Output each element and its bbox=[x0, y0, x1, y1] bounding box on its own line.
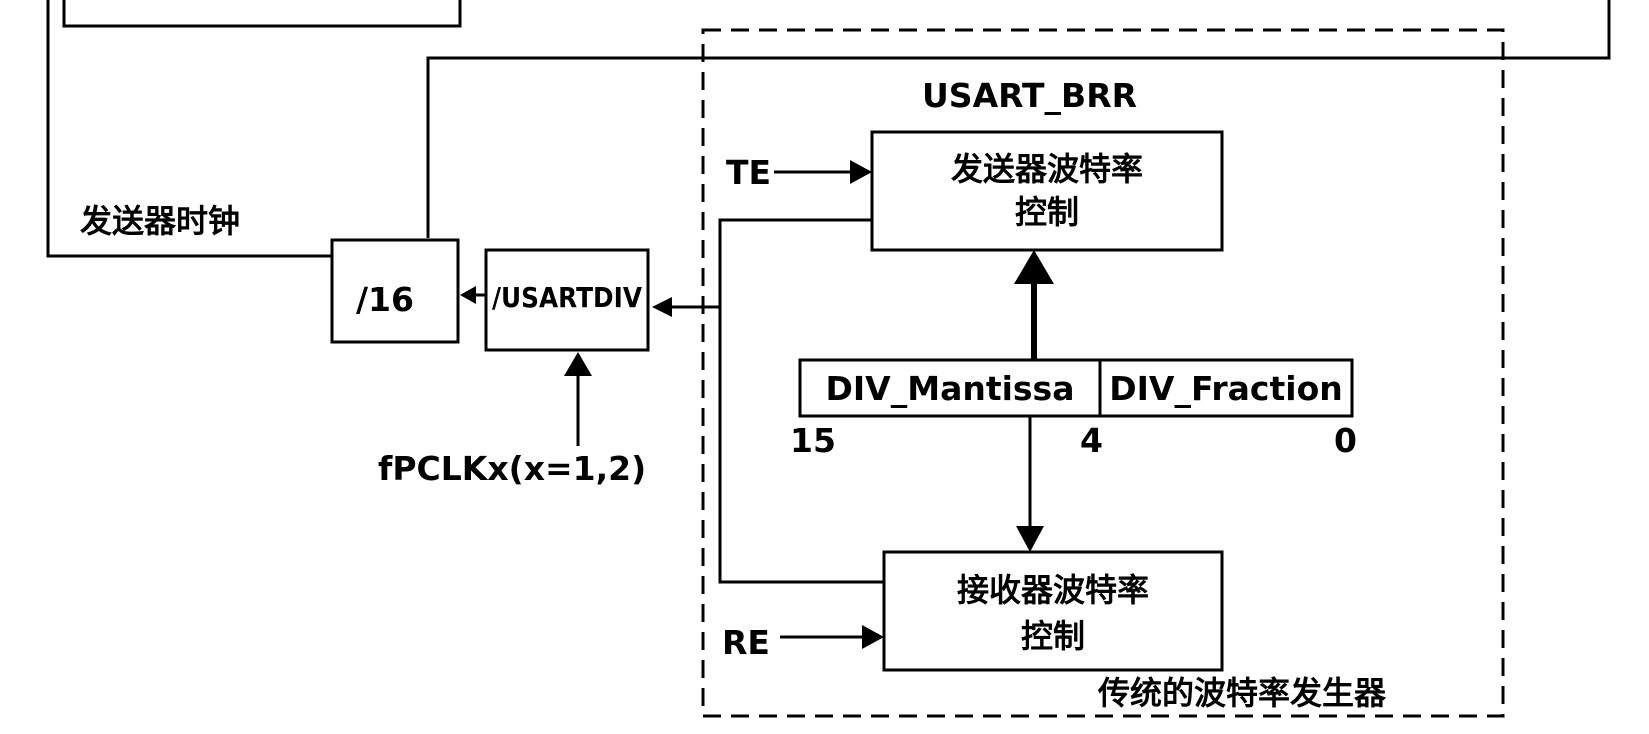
tx-clock-output-line bbox=[46, 0, 332, 258]
re-input-arrow bbox=[862, 625, 884, 649]
div-fraction-label: DIV_Fraction bbox=[1109, 369, 1343, 408]
register-label: USART_BRR bbox=[922, 76, 1137, 115]
bit-4-label: 4 bbox=[1080, 421, 1103, 460]
te-input-arrow bbox=[850, 160, 872, 184]
pclk-label: fPCLKx(x=1,2) bbox=[378, 449, 646, 488]
usartdiv-to-div16-arrow bbox=[460, 286, 476, 304]
rx-control-line2: 控制 bbox=[1021, 617, 1085, 655]
top-left-partial-box bbox=[62, 0, 462, 28]
rx-control-box bbox=[882, 550, 1224, 672]
usartdiv-box bbox=[484, 248, 650, 352]
div16-label: /16 bbox=[356, 280, 414, 319]
bus-to-usartdiv-arrow bbox=[652, 297, 672, 317]
register-to-rx-arrow bbox=[1016, 526, 1044, 552]
rx-control-line1: 接收器波特率 bbox=[957, 571, 1149, 609]
tx-clock-feedback-line bbox=[426, 0, 1611, 238]
generator-boundary bbox=[701, 28, 1505, 718]
register-to-tx-arrow bbox=[1014, 250, 1054, 284]
tx-control-line2: 控制 bbox=[1015, 193, 1079, 231]
div-mantissa-field bbox=[798, 358, 1102, 418]
generator-caption: 传统的波特率发生器 bbox=[1097, 674, 1387, 712]
div-mantissa-label: DIV_Mantissa bbox=[826, 369, 1075, 408]
div16-box bbox=[330, 238, 460, 344]
usartdiv-label: /USARTDIV bbox=[492, 281, 642, 314]
bit-15-label: 15 bbox=[790, 421, 836, 460]
pclk-input-arrow bbox=[564, 352, 592, 376]
bit-0-label: 0 bbox=[1334, 421, 1357, 460]
tx-clock-label: 发送器时钟 bbox=[80, 202, 240, 240]
tx-control-line1: 发送器波特率 bbox=[951, 150, 1143, 188]
re-label: RE bbox=[722, 623, 770, 662]
control-bus-line bbox=[718, 218, 884, 584]
div-fraction-field bbox=[1098, 358, 1354, 418]
te-label: TE bbox=[726, 153, 771, 192]
tx-control-box bbox=[870, 130, 1224, 252]
